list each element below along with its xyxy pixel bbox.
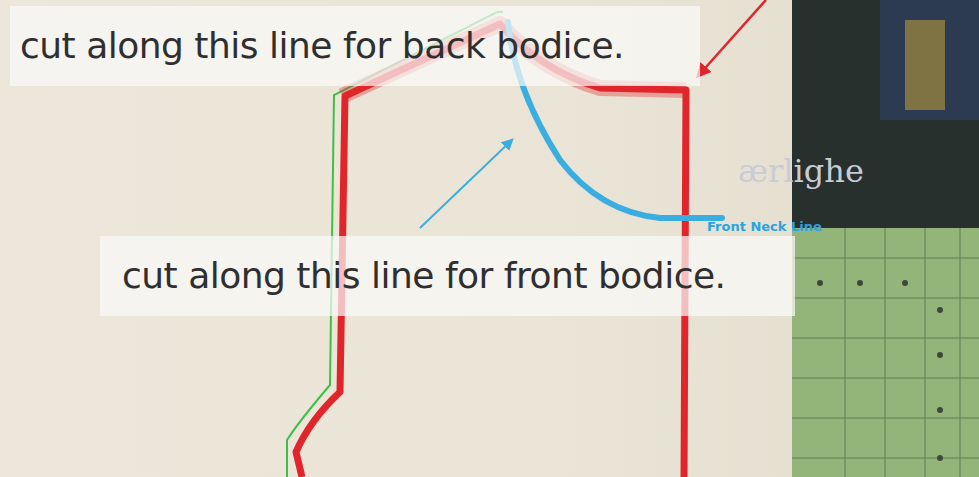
- caption-band: cut along this line for front bodice.: [100, 236, 795, 316]
- line-label: Front Neck Line: [707, 219, 822, 234]
- leader-arrow: [420, 140, 512, 228]
- mat-grid: [792, 228, 979, 477]
- cutting-mat: [792, 228, 979, 477]
- blue-object: [880, 0, 979, 120]
- background-text: ærlighe: [738, 152, 864, 190]
- instruction-text: cut along this line for back bodice.: [20, 24, 690, 67]
- leader-arrow: [698, 0, 766, 76]
- yellow-object: [905, 20, 945, 110]
- dark-object: [792, 0, 979, 228]
- caption-band: cut along this line for back bodice.: [10, 6, 700, 86]
- mat-dots: [817, 280, 943, 461]
- instruction-text: cut along this line for front bodice.: [122, 254, 773, 297]
